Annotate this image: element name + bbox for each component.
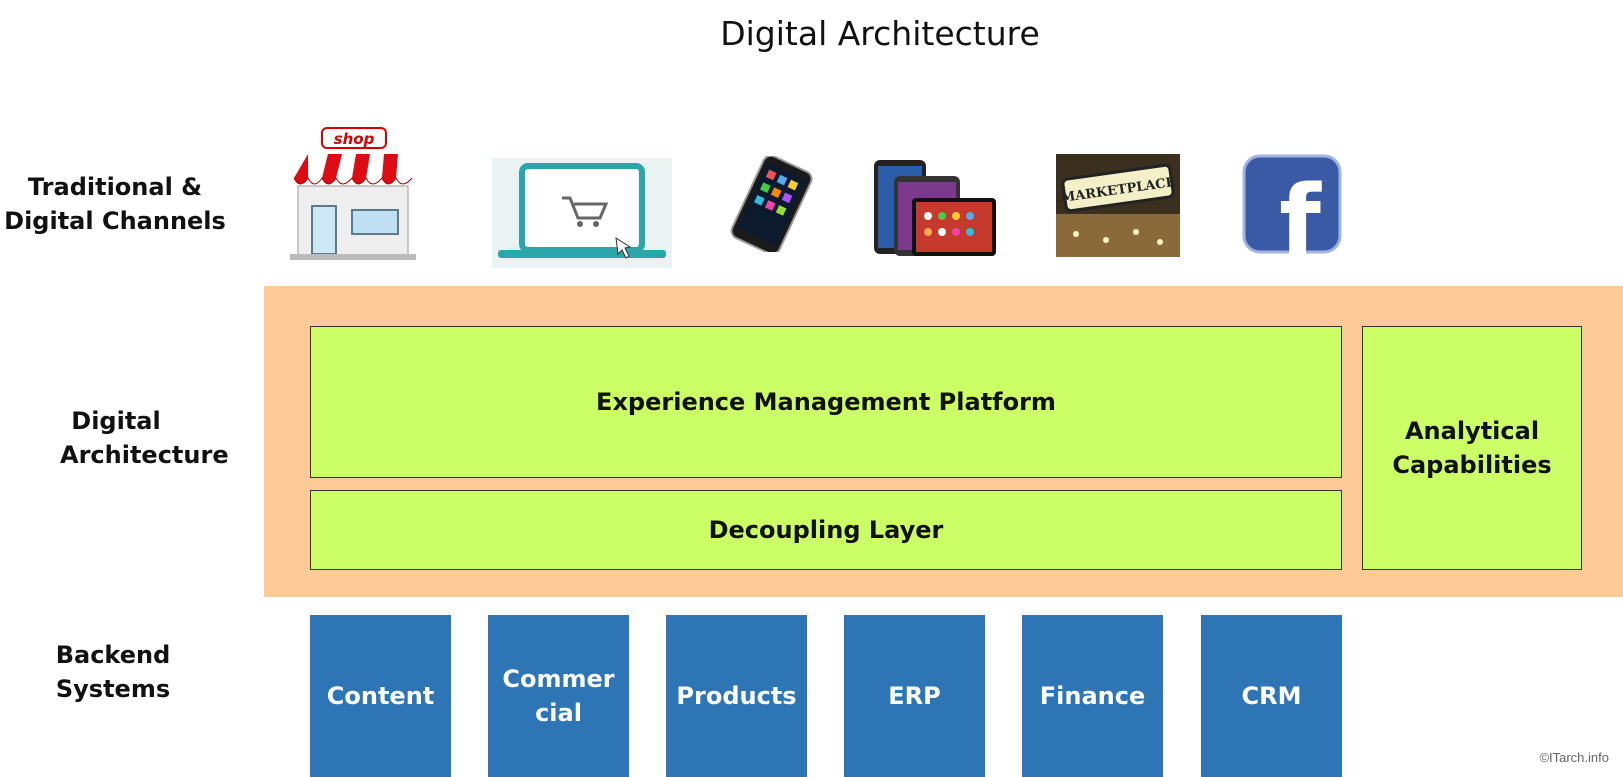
page-title: Digital Architecture <box>720 14 1040 53</box>
tablets-icon <box>872 158 996 258</box>
analytical-capabilities: Analytical Capabilities <box>1362 326 1582 570</box>
row-label-channels: Traditional & Digital Channels <box>4 173 226 235</box>
shop-icon: shop <box>290 126 416 262</box>
backend-content: Content <box>310 615 451 777</box>
marketplace-icon: MARKETPLACE <box>1056 154 1180 257</box>
row-label-digital: Digital Architecture <box>60 407 229 469</box>
experience-management-platform: Experience Management Platform <box>310 326 1342 478</box>
backend-crm: CRM <box>1201 615 1342 777</box>
shop-sign-text: shop <box>334 130 375 148</box>
facebook-icon: f <box>1242 154 1342 277</box>
backend-products: Products <box>666 615 807 777</box>
smartphone-icon <box>720 154 824 256</box>
decoupling-layer: Decoupling Layer <box>310 490 1342 570</box>
facebook-letter: f <box>1279 165 1322 254</box>
row-label-backend: Backend Systems <box>55 641 171 703</box>
backend-erp: ERP <box>844 615 985 777</box>
backend-finance: Finance <box>1022 615 1163 777</box>
laptop-cart-icon <box>492 158 672 268</box>
copyright: ©ITarch.info <box>1539 750 1609 765</box>
backend-commercial: Commer cial <box>488 615 629 777</box>
